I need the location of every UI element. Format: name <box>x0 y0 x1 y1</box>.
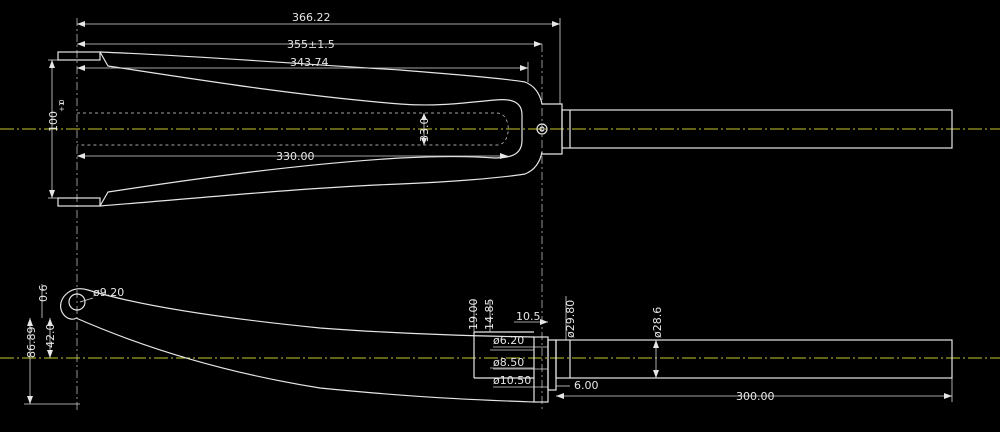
arrow <box>49 60 55 68</box>
arrow <box>77 153 85 159</box>
dim-rake-a: 42.0 <box>44 324 57 349</box>
dim-race-dia: ø29.80 <box>564 300 577 338</box>
arrow <box>534 41 542 47</box>
dim-bore-3: ø10.50 <box>493 374 531 387</box>
upper-blade-outline <box>99 51 523 140</box>
crown-bolt-center <box>539 126 545 132</box>
dim-crown-h1: 19.00 <box>467 299 480 331</box>
leader-dropout-hole <box>79 297 94 303</box>
dim-bore-1: ø6.20 <box>493 334 524 347</box>
arrow <box>500 153 508 159</box>
dim-steerer-length: 300.00 <box>736 390 775 403</box>
dim-dropout-small: 0.6 <box>37 285 50 303</box>
top-view: 366.22 355±1.5 343.74 330.00 33.0 100 +1… <box>0 11 1000 412</box>
dim-dropout-hole: ø9.20 <box>93 286 124 299</box>
dim-overall-length: 366.22 <box>292 11 331 24</box>
dim-crown-slot: 33.0 <box>418 118 431 143</box>
side-dropout <box>60 288 89 320</box>
dim-bore-2: ø8.50 <box>493 356 524 369</box>
side-bore <box>473 331 534 379</box>
arrow <box>653 370 659 378</box>
dim-blade-length: 343.74 <box>290 56 329 69</box>
hidden-slot <box>77 112 509 146</box>
dim-race-offset: 10.5 <box>516 310 541 323</box>
arrow <box>49 190 55 198</box>
dim-inner-length: 330.00 <box>276 150 315 163</box>
arrow <box>27 318 33 326</box>
dim-steerer-dia: ø28.6 <box>651 307 664 338</box>
arrow <box>77 65 85 71</box>
dim-step: 6.00 <box>574 379 599 392</box>
arrow <box>653 340 659 348</box>
arrow <box>540 319 548 325</box>
arrow <box>520 65 528 71</box>
upper-blade-outer <box>99 51 543 105</box>
dim-spacing-tol-lower: 0 <box>58 100 66 104</box>
arrow <box>421 138 427 145</box>
side-view: ø9.20 86.89 42.0 0.6 19.00 14.85 10.5 ø2… <box>0 284 1000 405</box>
side-steerer-tube <box>555 339 953 379</box>
dim-crown-h2: 14.85 <box>483 299 496 331</box>
steerer-tube-top <box>561 109 953 149</box>
dropout-axle-hole <box>68 293 86 311</box>
arrow <box>77 41 85 47</box>
lower-blade-outer <box>99 151 543 207</box>
arrow <box>27 396 33 404</box>
arrow <box>77 21 85 27</box>
dim-rake-b: 86.89 <box>25 327 38 359</box>
lower-dropout <box>57 197 101 207</box>
arrow <box>944 393 952 399</box>
dim-spacing-tol-upper: +1 <box>58 102 66 112</box>
side-crown-race <box>547 339 557 391</box>
upper-dropout <box>57 51 101 61</box>
arrow <box>552 21 560 27</box>
arrow <box>47 350 53 358</box>
crown-bolt-hole <box>536 123 548 135</box>
dim-axle-to-crown: 355±1.5 <box>287 38 335 51</box>
arrow <box>421 113 427 120</box>
lower-blade-outline <box>99 139 523 207</box>
side-blade-top <box>87 289 535 338</box>
dim-spacing: 100 <box>47 111 60 132</box>
side-blade-bottom <box>75 317 535 403</box>
arrow <box>47 318 53 326</box>
arrow <box>556 393 564 399</box>
